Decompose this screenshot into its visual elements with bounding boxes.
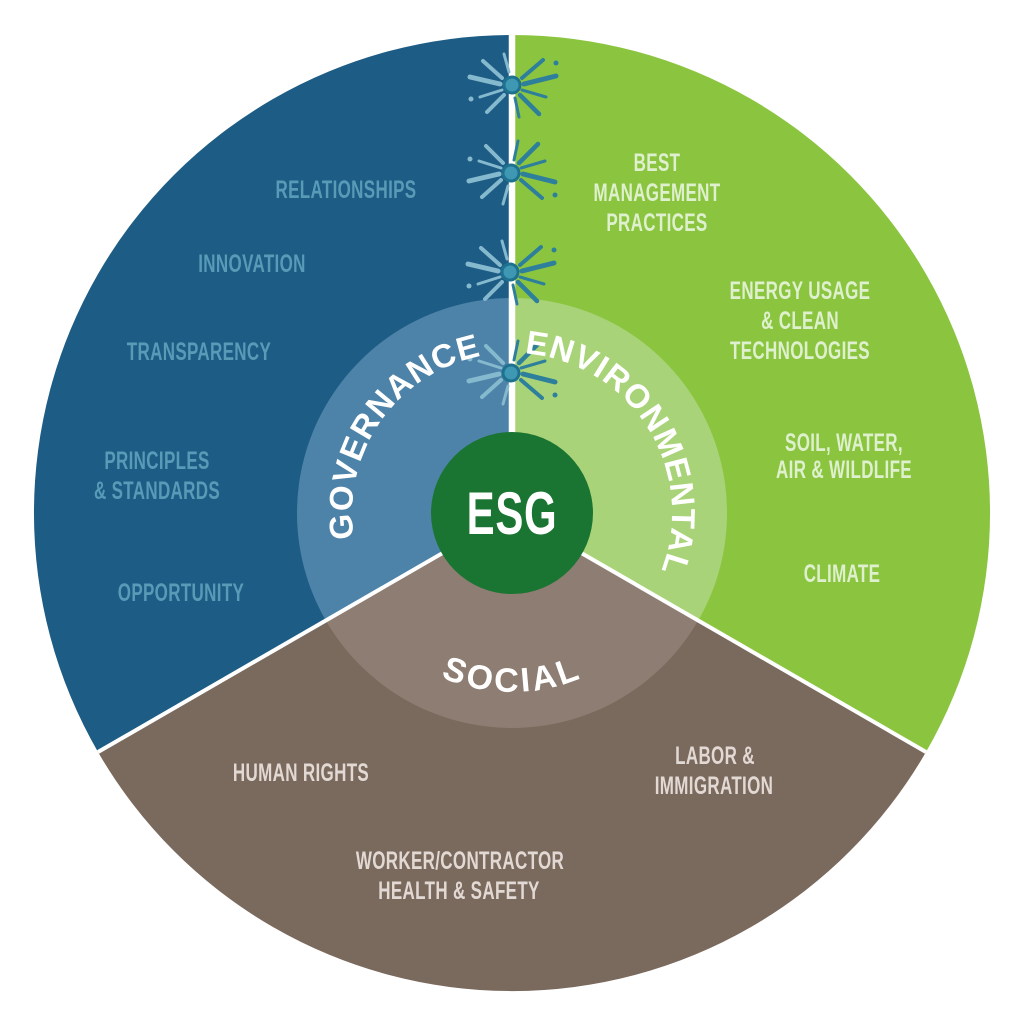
center-label: ESG: [467, 480, 558, 547]
environmental-items: BEST MANAGEMENT PRACTICES ENERGY USAGE &…: [593, 149, 911, 588]
item-climate: CLIMATE: [804, 560, 881, 588]
item-line: LABOR &: [675, 742, 755, 770]
item-labor-immigration: LABOR & IMMIGRATION: [655, 742, 774, 800]
item-soil-water-air-wildlife: SOIL, WATER, AIR & WILDLIFE: [776, 429, 912, 484]
item-energy-usage-clean-technologies: ENERGY USAGE & CLEAN TECHNOLOGIES: [730, 277, 871, 365]
item-line: AIR & WILDLIFE: [776, 456, 912, 484]
item-innovation: INNOVATION: [198, 250, 306, 278]
item-line: ENERGY USAGE: [730, 277, 871, 305]
item-best-management-practices: BEST MANAGEMENT PRACTICES: [593, 149, 720, 237]
item-line: IMMIGRATION: [655, 772, 774, 800]
governance-items: RELATIONSHIPS INNOVATION TRANSPARENCY PR…: [94, 176, 417, 607]
social-items: HUMAN RIGHTS LABOR & IMMIGRATION WORKER/…: [233, 742, 773, 905]
item-line: & CLEAN: [761, 307, 839, 335]
item-relationships: RELATIONSHIPS: [276, 176, 417, 204]
item-line: PRINCIPLES: [104, 447, 209, 475]
item-line: PRACTICES: [606, 209, 707, 237]
item-line: HEALTH & SAFETY: [378, 877, 539, 905]
item-line: MANAGEMENT: [593, 179, 720, 207]
item-transparency: TRANSPARENCY: [127, 338, 271, 366]
item-opportunity: OPPORTUNITY: [118, 579, 244, 607]
item-worker-contractor-health-safety: WORKER/CONTRACTOR HEALTH & SAFETY: [356, 847, 564, 905]
item-principles-standards: PRINCIPLES & STANDARDS: [94, 447, 220, 505]
item-line: SOIL, WATER,: [785, 429, 903, 457]
item-line: TECHNOLOGIES: [730, 337, 870, 365]
item-line: & STANDARDS: [94, 477, 220, 505]
item-line: WORKER/CONTRACTOR: [356, 847, 564, 875]
item-line: BEST: [634, 149, 681, 177]
item-human-rights: HUMAN RIGHTS: [233, 759, 369, 787]
center-circle: [431, 432, 593, 594]
